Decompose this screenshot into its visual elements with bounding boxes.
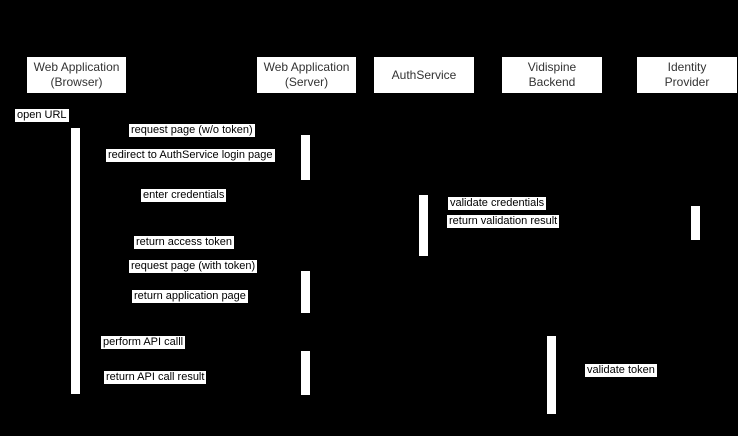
message-validate-token: validate token (585, 364, 657, 377)
message-redirect-to-authservice-login-page: redirect to AuthService login page (106, 149, 275, 162)
message-request-page-with-token: request page (with token) (129, 260, 258, 273)
actor-label-line2: Backend (528, 75, 576, 89)
activation-bar-browser (71, 128, 80, 394)
activation-bar-server-3 (301, 351, 310, 395)
actor-label-line1: AuthService (391, 67, 457, 82)
message-return-application-page: return application page (132, 290, 248, 303)
message-enter-credentials: enter credentials (141, 189, 227, 202)
message-return-validation-result: return validation result (447, 215, 560, 228)
actor-label-line2: (Server) (284, 75, 329, 89)
message-request-page-wo-token: request page (w/o token) (129, 124, 255, 137)
activation-bar-server-2 (301, 271, 310, 313)
message-return-api-call-result: return API call result (104, 371, 207, 384)
actor-label-line2: Provider (664, 75, 710, 89)
actor-label-line1: Web Application (263, 60, 350, 74)
actor-vidispine-backend: Vidispine Backend (502, 57, 602, 93)
actor-label-line2: (Browser) (50, 75, 103, 89)
actor-identity-provider: Identity Provider (637, 57, 737, 93)
message-validate-credentials: validate credentials (448, 197, 547, 210)
actor-label-line1: Web Application (33, 60, 120, 74)
actor-label-line1: Identity (667, 60, 707, 74)
actor-label-line1: Vidispine (527, 60, 577, 74)
message-perform-api-call: perform API calll (101, 336, 186, 349)
activation-bar-server-1 (301, 135, 310, 180)
activation-bar-authservice (419, 195, 428, 256)
activation-bar-vidispine (547, 336, 556, 414)
activation-bar-identity-provider (691, 206, 700, 240)
actor-web-application-server: Web Application (Server) (257, 57, 356, 93)
message-return-access-token: return access token (134, 236, 234, 249)
message-open-url: open URL (15, 109, 69, 122)
actor-web-application-browser: Web Application (Browser) (27, 57, 126, 93)
actor-authservice: AuthService (374, 57, 474, 93)
